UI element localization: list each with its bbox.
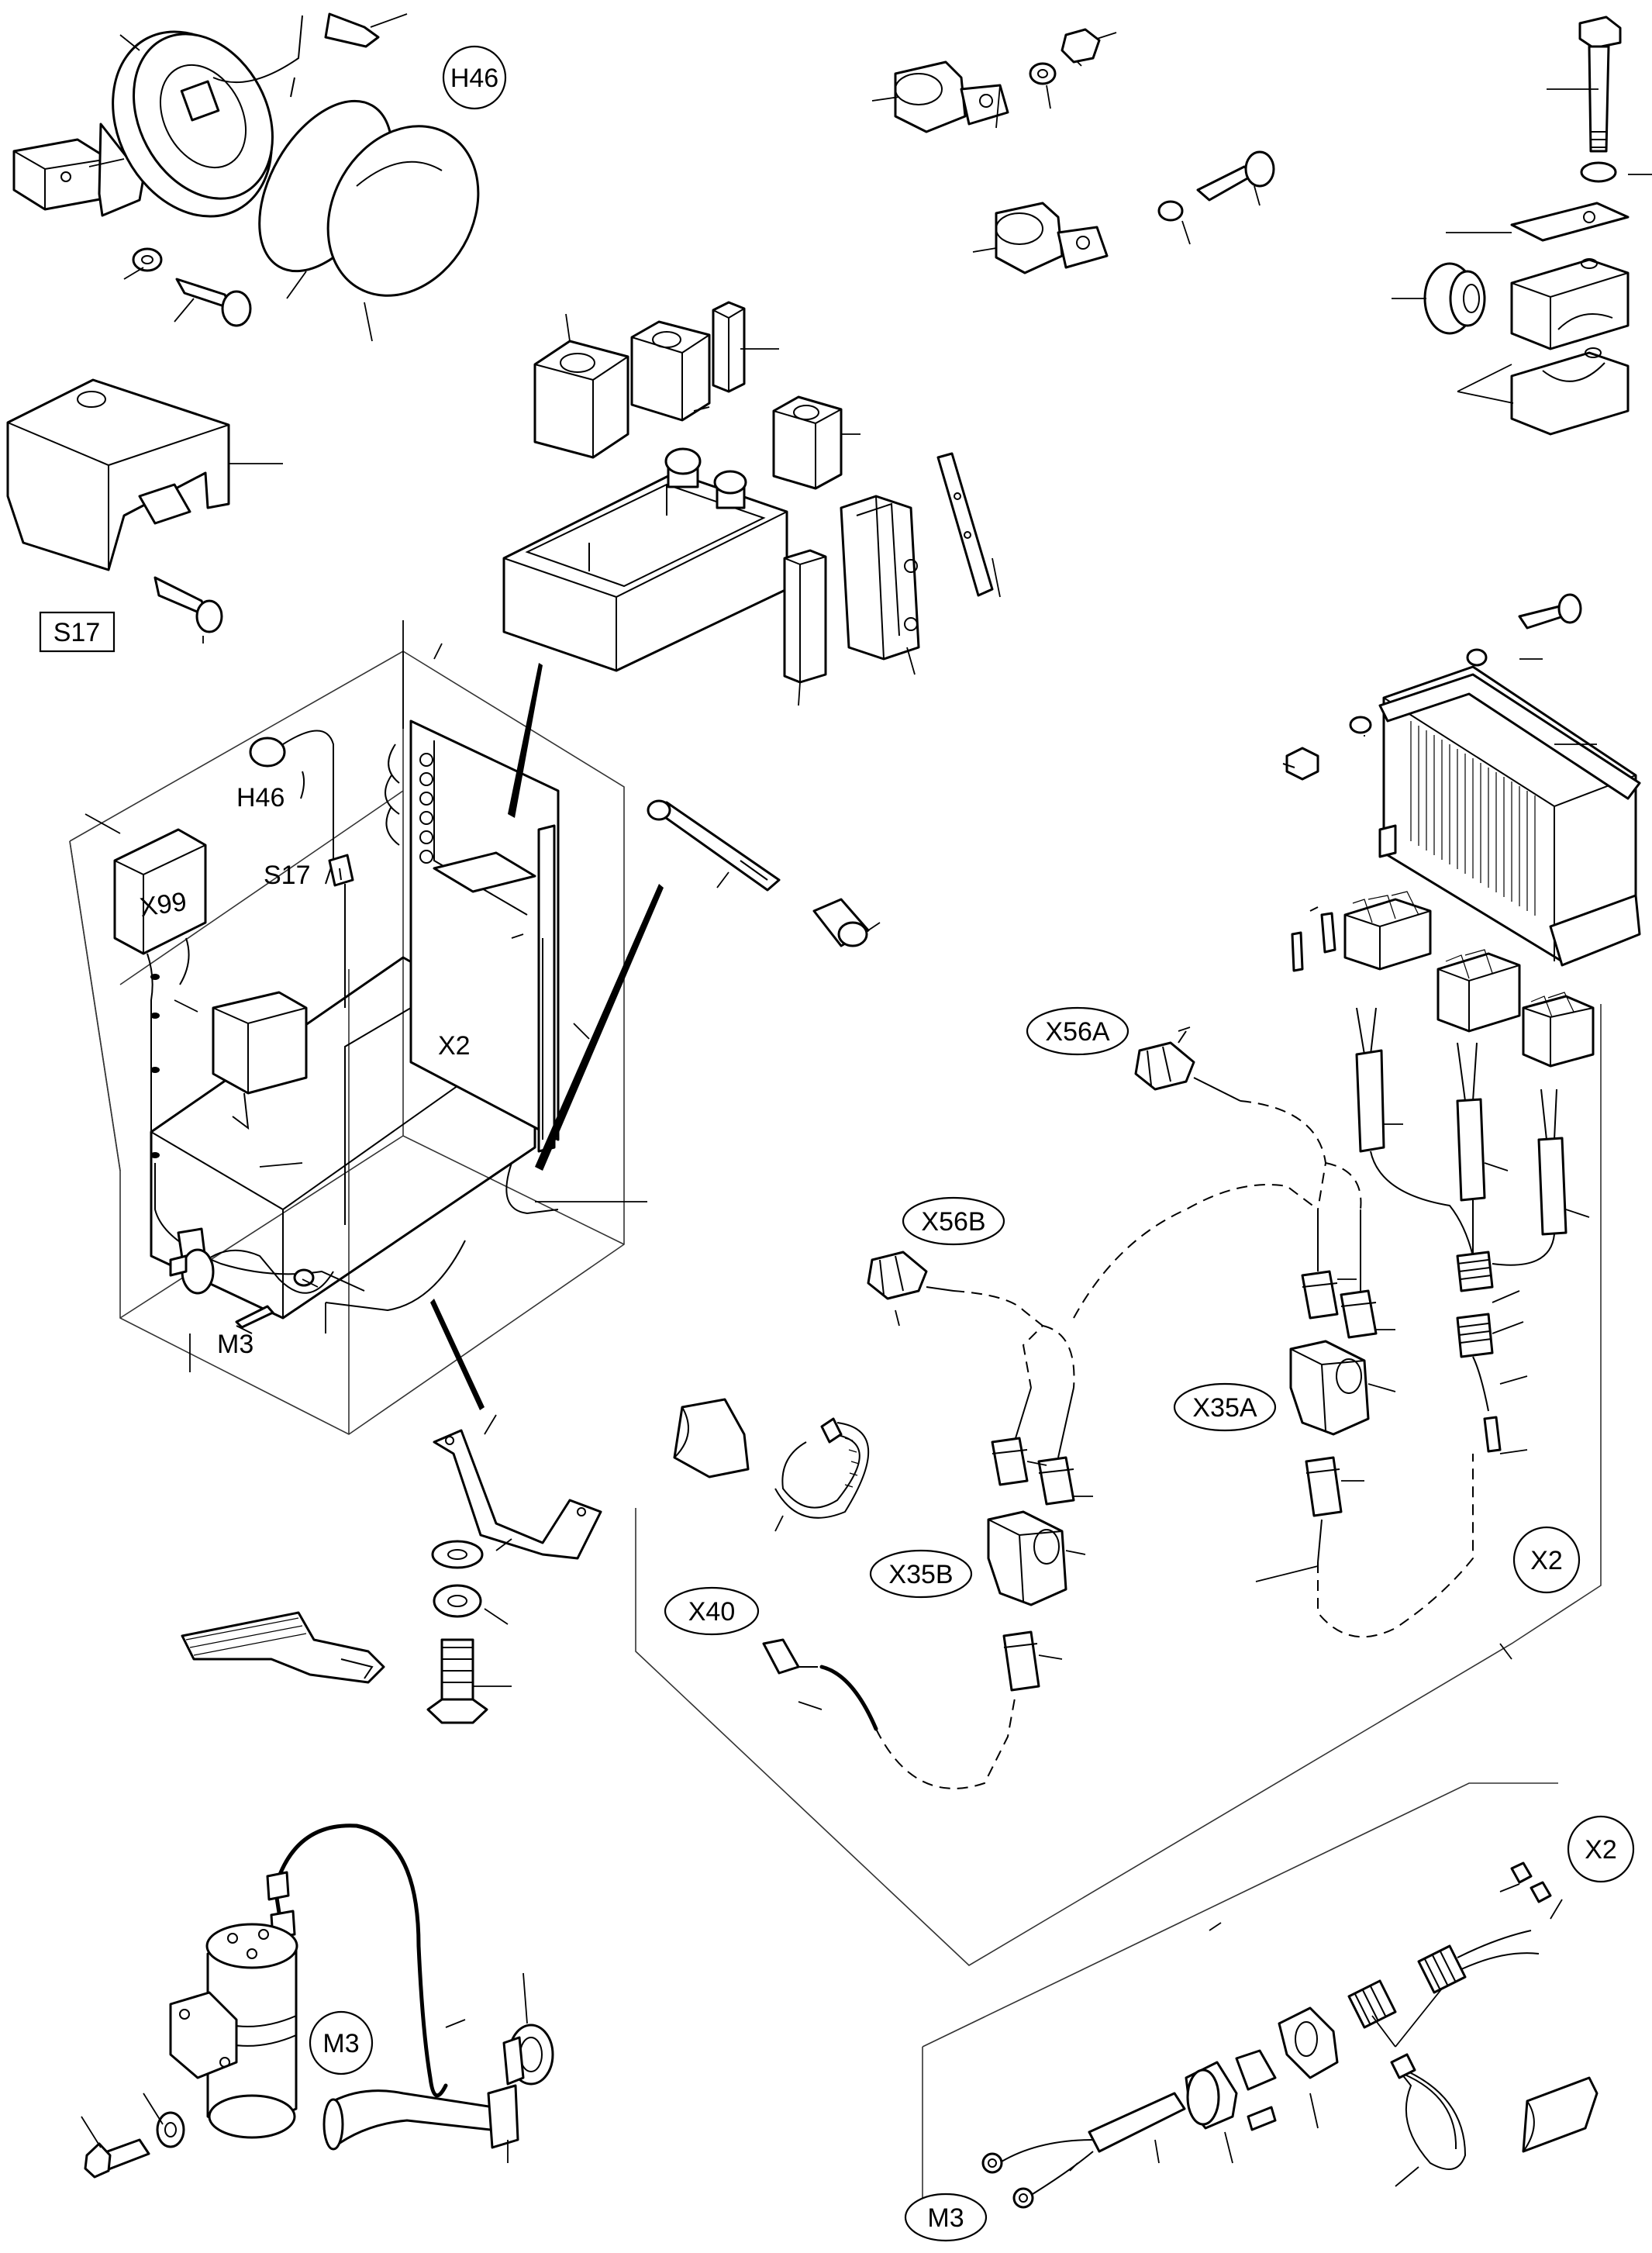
x35a-label: X35A (1192, 1393, 1257, 1423)
h46-top-callout: H46 (442, 45, 507, 110)
relay-parts-group (433, 301, 1001, 706)
x2-bottom-label: X2 (1585, 1835, 1617, 1865)
x2-mid-label: X2 (1530, 1546, 1563, 1575)
harness-kit-bottom (922, 1782, 1599, 2233)
cable-clamp-group (871, 28, 1275, 274)
h46-frame-label: H46 (236, 783, 285, 813)
horn-h46-assembly (12, 12, 480, 342)
x99-label: X99 (138, 887, 188, 923)
x56b-callout: X56B (902, 1196, 1005, 1246)
x2-frame-label: X2 (438, 1031, 471, 1061)
x35b-callout: X35B (869, 1549, 973, 1599)
m3-lower-label: M3 (322, 2029, 359, 2058)
x35a-callout: X35A (1173, 1382, 1277, 1432)
mounting-bracket-hardware (426, 1414, 602, 1724)
s17-top-label: S17 (53, 618, 101, 647)
pump-m3-assembly (81, 1823, 554, 2179)
long-bolt-spacer (647, 799, 881, 947)
s17-top-callout: S17 (39, 611, 116, 653)
s17-frame-label: S17 (264, 861, 311, 890)
control-unit-assembly (1282, 593, 1641, 1454)
m3-bottom-callout: M3 (904, 2193, 988, 2242)
x56b-label: X56B (921, 1207, 985, 1237)
m3-frame-label: M3 (217, 1330, 253, 1359)
x2-mid-callout: X2 (1512, 1526, 1581, 1594)
m3-lower-callout: M3 (309, 2010, 374, 2075)
cable-tie-tape (673, 1398, 869, 1532)
hatched-strap (181, 1611, 385, 1684)
bolt-clamp-assembly (1392, 16, 1652, 436)
h46-top-label: H46 (450, 64, 498, 93)
m3-bottom-label: M3 (927, 2203, 964, 2233)
x56a-label: X56A (1045, 1017, 1109, 1047)
x2-bottom-callout: X2 (1567, 1815, 1635, 1883)
machine-frame (69, 620, 664, 1435)
x40-label: X40 (688, 1597, 736, 1627)
switch-s17-housing (6, 378, 283, 643)
x35b-label: X35B (888, 1560, 953, 1589)
x40-callout: X40 (664, 1586, 760, 1636)
x56a-callout: X56A (1026, 1006, 1129, 1056)
connector-wiring (635, 1004, 1602, 1966)
